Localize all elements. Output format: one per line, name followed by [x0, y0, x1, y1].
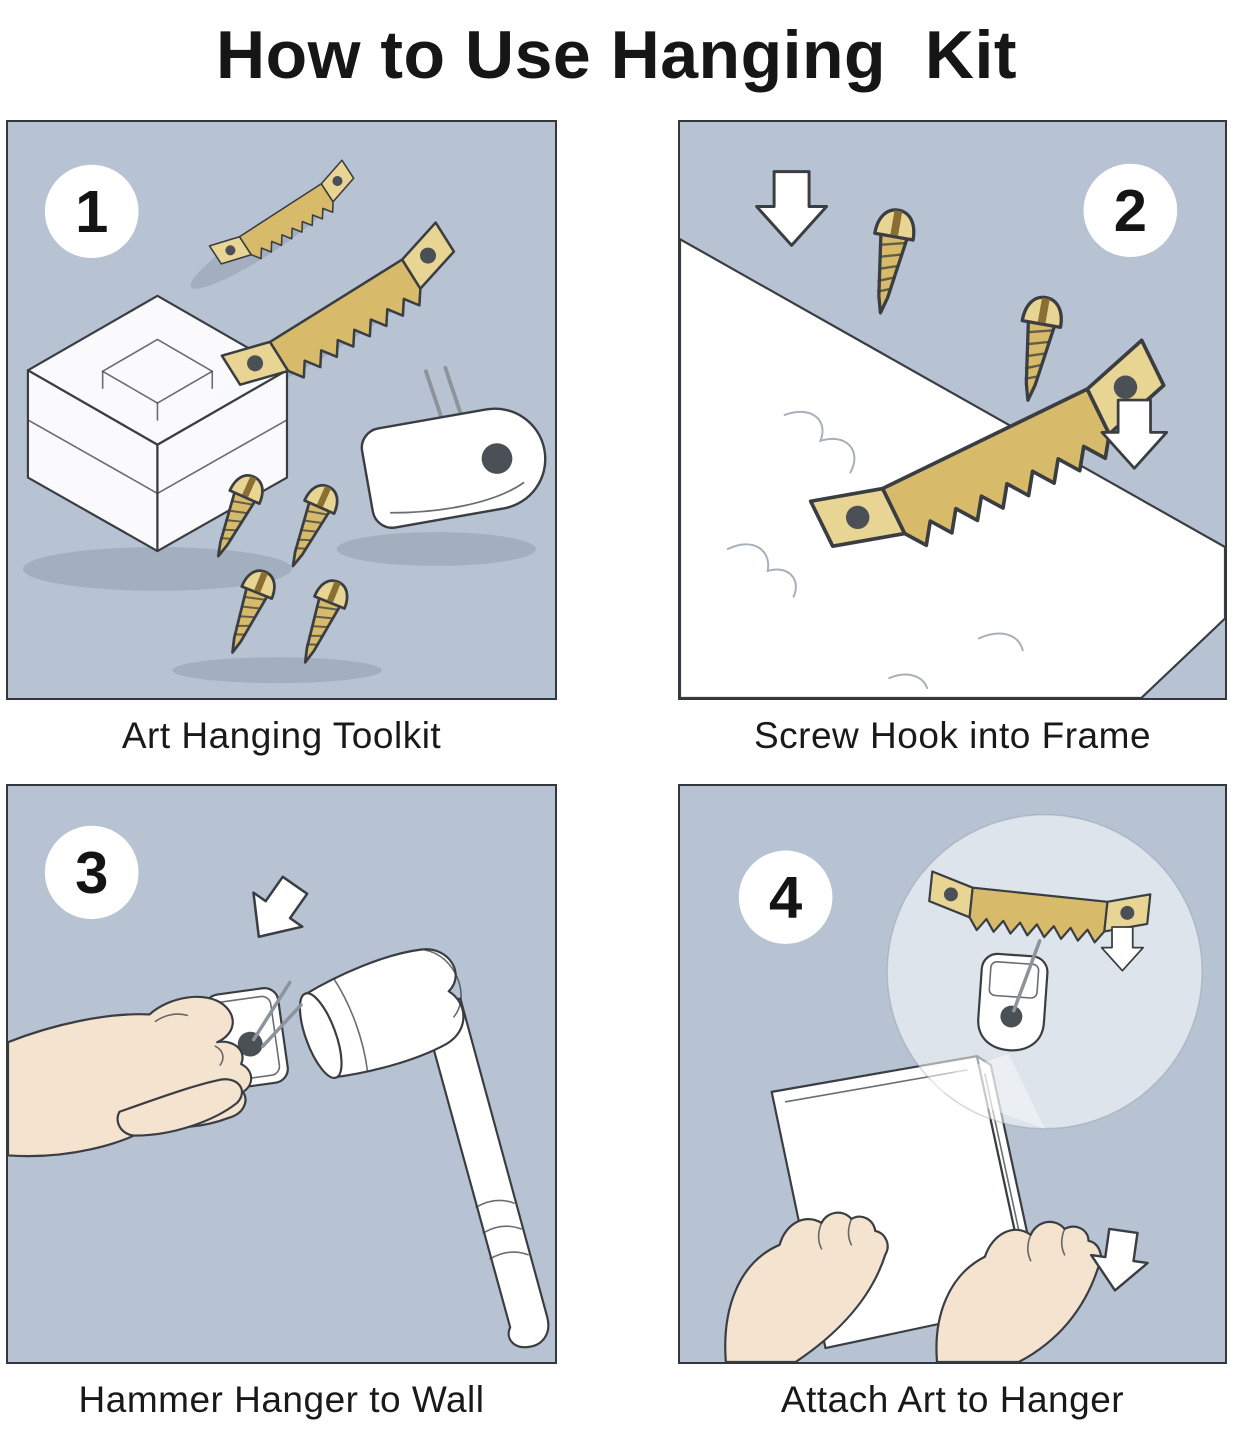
- sawtooth-hanger: [808, 338, 1166, 549]
- step-3-block: 3 Hammer Hanger to Wall: [6, 784, 557, 1448]
- panel-caption: Screw Hook into Frame: [753, 715, 1152, 756]
- screw: [231, 569, 276, 654]
- panel-1-illustration: 1: [22, 159, 547, 684]
- step-number: 2: [1114, 177, 1147, 244]
- down-arrow-icon: [1089, 1227, 1149, 1292]
- hammer-handle: [421, 997, 550, 1349]
- shadow: [22, 547, 292, 591]
- screw: [216, 474, 264, 558]
- storage-box: [26, 294, 289, 553]
- step-1-block: 1 Art Hanging Toolkit: [6, 120, 557, 784]
- panel-grid: 1 Art Hanging Toolkit: [0, 120, 1233, 1448]
- number-badge: 4: [738, 850, 833, 944]
- hand: [8, 995, 253, 1158]
- step-number: 1: [75, 178, 108, 245]
- hand: [935, 1220, 1102, 1362]
- sawtooth-hanger: [208, 159, 355, 265]
- hammer-head: [298, 948, 465, 1079]
- sawtooth-hanger: [928, 870, 1152, 944]
- down-arrow-icon: [1100, 926, 1144, 972]
- shadow: [172, 657, 382, 684]
- panel-3: 3: [6, 784, 557, 1364]
- number-badge: 3: [44, 825, 139, 920]
- shadow: [336, 532, 537, 566]
- number-badge: 2: [1083, 163, 1178, 258]
- step-2-block: 2 Screw Hook into Frame: [678, 120, 1227, 784]
- panel-2-illustration: 2: [680, 163, 1225, 698]
- sawtooth-hanger: [220, 221, 456, 386]
- panel-2: 2: [678, 120, 1227, 700]
- down-arrow-icon: [252, 875, 309, 939]
- panel-1: 1: [6, 120, 557, 700]
- step-4-block: 4 Attach Art to Hanger: [678, 784, 1227, 1448]
- screw: [873, 208, 916, 315]
- step-number: 3: [75, 839, 108, 906]
- step-number: 4: [769, 864, 802, 931]
- panel-4: 4: [678, 784, 1227, 1364]
- wall-hook: [360, 365, 547, 529]
- panel-3-illustration: 3: [8, 825, 550, 1349]
- panel-caption: Hammer Hanger to Wall: [78, 1379, 485, 1420]
- number-badge: 1: [44, 164, 139, 259]
- screw: [291, 483, 339, 568]
- magnifier-beam: [919, 1054, 1045, 1129]
- screw: [1020, 295, 1063, 402]
- panel-caption: Attach Art to Hanger: [780, 1379, 1125, 1420]
- down-arrow-icon: [1100, 398, 1169, 470]
- screw: [303, 579, 349, 664]
- panel-caption: Art Hanging Toolkit: [121, 715, 442, 756]
- hand: [724, 1211, 889, 1362]
- page-title: How to Use Hanging Kit: [215, 17, 1018, 93]
- panel-4-illustration: 4: [724, 814, 1203, 1362]
- wall-hook: [977, 939, 1049, 1052]
- down-arrow-icon: [755, 170, 829, 247]
